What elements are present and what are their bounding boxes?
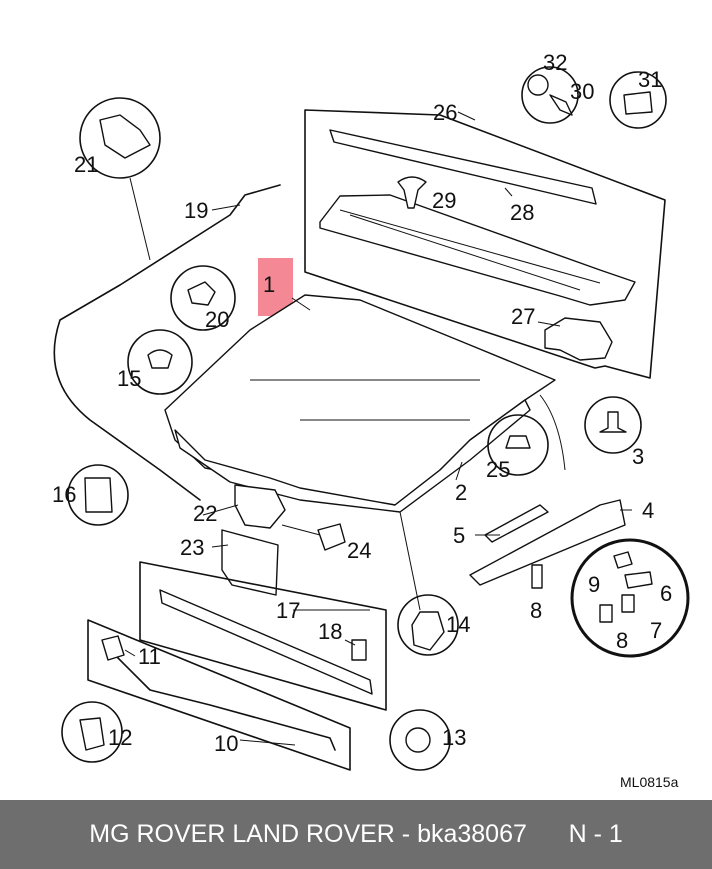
stop-14-view	[397, 594, 459, 656]
callout-25: 25	[486, 457, 510, 482]
bump-25-view	[487, 414, 549, 476]
seal-17-frame	[139, 561, 387, 711]
bump-25	[505, 435, 531, 449]
scuttle-seal-strip	[329, 129, 597, 205]
callout-3: 3	[632, 444, 644, 469]
callout-29: 29	[432, 188, 456, 213]
stop-14	[411, 611, 445, 651]
clip-31-view	[609, 71, 667, 129]
buffer-15	[147, 349, 173, 369]
washer-6	[624, 571, 653, 589]
callout-8b: 8	[616, 628, 628, 653]
callout-20: 20	[205, 307, 229, 332]
buffer-16-view	[67, 464, 129, 526]
cap-32-view	[521, 66, 579, 124]
callout-8a: 8	[530, 598, 542, 623]
buffer-15-view	[127, 329, 193, 395]
callout-21: 21	[74, 152, 98, 177]
washer-tube-frame	[87, 619, 351, 771]
cap-32	[527, 74, 549, 96]
callout-28: 28	[510, 200, 534, 225]
callout-19: 19	[184, 198, 208, 223]
scuttle-group-frame	[304, 109, 666, 379]
leader-lines	[124, 111, 632, 746]
callout-14: 14	[446, 612, 470, 637]
hinge-4	[469, 499, 626, 586]
screw-20-view	[170, 265, 236, 331]
footer-bar: MG ROVER LAND ROVER - bka38067 N - 1	[0, 800, 712, 869]
callout-31: 31	[638, 67, 662, 92]
seal-17	[159, 589, 373, 695]
nut-9	[613, 551, 633, 569]
callout-15: 15	[117, 366, 141, 391]
callout-17: 17	[276, 598, 300, 623]
washer-connector-11	[101, 635, 125, 661]
buffer-16	[84, 477, 113, 513]
bump-stop-24	[317, 523, 346, 551]
grommet-13	[405, 727, 431, 753]
callout-22: 22	[193, 501, 217, 526]
clip-31	[623, 91, 653, 115]
callout-32: 32	[543, 50, 567, 75]
bolt-8-lower	[599, 604, 613, 623]
callout-23: 23	[180, 535, 204, 560]
screw-30	[549, 94, 573, 116]
hinge-fixing-detail-view	[570, 538, 690, 658]
cable-end-21	[99, 114, 151, 159]
callout-26: 26	[433, 100, 457, 125]
scuttle-panel	[319, 194, 636, 306]
gas-strut-line	[539, 394, 566, 471]
diagram-reference-code: ML0815a	[620, 774, 679, 790]
callout-24: 24	[347, 538, 371, 563]
callout-30: 30	[570, 79, 594, 104]
hinge-plate-5	[484, 504, 549, 543]
callout-1: 1	[263, 272, 275, 297]
hood-parts-diagram: 1 2 3 4 5 6 7 8 8 9 10 11 12 13 14 15 16…	[52, 50, 690, 790]
grommet-13-view	[389, 709, 451, 771]
bolt-8-upper	[531, 564, 543, 589]
callout-13: 13	[442, 725, 466, 750]
callout-12: 12	[108, 725, 132, 750]
cable-end-21-view	[79, 97, 161, 179]
latch-plate-23	[221, 529, 279, 596]
callout-16: 16	[52, 482, 76, 507]
nozzle-12	[79, 717, 105, 751]
nozzle-12-view	[61, 701, 123, 763]
bolt-3	[599, 411, 627, 433]
footer-part-info: MG ROVER LAND ROVER - bka38067 N - 1	[89, 820, 623, 848]
clip-18	[351, 639, 367, 661]
callout-11: 11	[138, 644, 161, 669]
callout-27: 27	[511, 304, 535, 329]
bolt-7	[621, 594, 635, 613]
bolt-3-view	[584, 396, 642, 454]
callout-9: 9	[588, 572, 600, 597]
callout-4: 4	[642, 498, 654, 523]
hood-latch-22	[234, 484, 286, 529]
callout-5: 5	[453, 523, 465, 548]
callout-7: 7	[650, 618, 662, 643]
callout-6: 6	[660, 581, 672, 606]
washer-tube-10	[109, 649, 336, 751]
callout-18: 18	[318, 619, 342, 644]
screw-20	[187, 281, 216, 306]
callout-2: 2	[455, 480, 467, 505]
bracket-27	[544, 317, 613, 361]
clip-29	[397, 176, 427, 209]
release-cable	[53, 184, 281, 501]
callout-10: 10	[214, 731, 238, 756]
hood-prop-line-14	[399, 511, 421, 611]
